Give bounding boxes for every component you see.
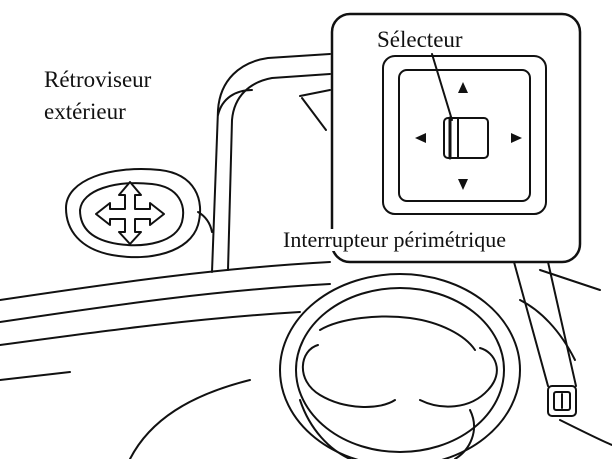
switch-housing	[382, 55, 547, 215]
a-pillar	[211, 53, 331, 273]
four-way-arrows-icon	[95, 181, 165, 245]
arrow-up-icon	[458, 82, 468, 93]
dashboard-lines	[0, 261, 331, 459]
selector-leader	[431, 53, 453, 121]
lower-dash	[519, 269, 612, 446]
arrow-right-icon	[511, 133, 522, 143]
callout-leader	[513, 261, 577, 387]
arrow-left-icon	[415, 133, 426, 143]
mirror-label-line1: Rétroviseur	[44, 67, 152, 92]
selector-label: Sélecteur	[377, 27, 463, 52]
switch-location	[547, 385, 577, 417]
perimeter-switch-label: Interrupteur périmétrique	[281, 227, 508, 252]
selector-knob[interactable]	[443, 116, 489, 160]
steering-wheel	[279, 273, 521, 459]
direction-arrows	[415, 82, 522, 190]
mirror-label-line2: extérieur	[44, 99, 126, 124]
outside-mirror[interactable]	[65, 168, 213, 259]
mirror-label: Rétroviseur extérieur	[44, 64, 151, 128]
arrow-down-icon	[458, 179, 468, 190]
